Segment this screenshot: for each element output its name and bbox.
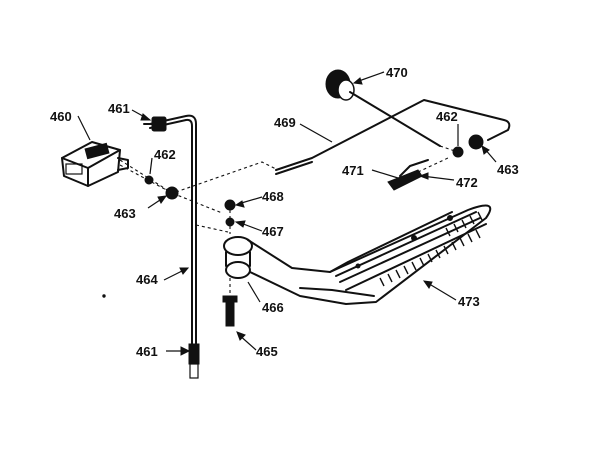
leader-lines [77,71,497,356]
label-467: 467 [262,224,284,239]
label-466: 466 [262,300,284,315]
clip-472 [407,157,449,182]
burner-473 [247,204,492,305]
label-462-right: 462 [436,109,458,124]
label-473: 473 [458,294,480,309]
label-469: 469 [274,115,296,130]
label-465: 465 [256,344,278,359]
label-463-right: 463 [497,162,519,177]
label-460: 460 [50,109,72,124]
fitting-461-lower [188,343,200,379]
fitting-461-upper [143,116,167,132]
valve-460 [61,141,129,187]
tube-464 [149,114,197,351]
pilot-tube-469 [275,99,511,175]
washer-467 [225,217,235,227]
label-461-lower: 461 [136,344,158,359]
label-463-left: 463 [114,206,136,221]
screw-465 [222,278,238,327]
label-464: 464 [136,272,158,287]
label-461-upper: 461 [108,101,130,116]
speck [102,294,106,298]
callout-labels: 460 461 461 462 462 463 463 464 465 466 … [50,65,519,359]
label-462-left: 462 [154,147,176,162]
mount-466 [223,236,253,279]
pilot-470 [325,69,441,147]
label-472: 472 [456,175,478,190]
label-468: 468 [262,189,284,204]
washer-463-right [468,134,484,150]
label-470: 470 [386,65,408,80]
label-471: 471 [342,163,364,178]
nut-468 [224,199,236,211]
